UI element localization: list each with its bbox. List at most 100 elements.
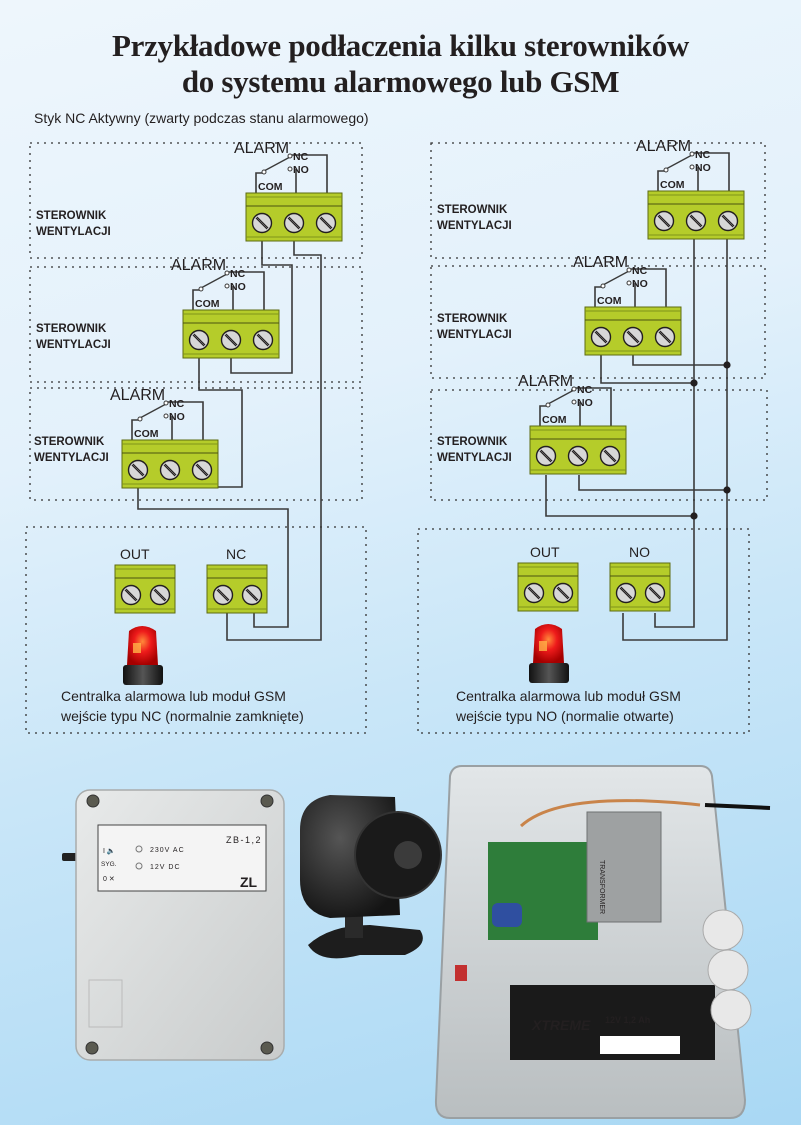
nc-contact-label: NC bbox=[293, 151, 309, 163]
junction-dot bbox=[690, 512, 698, 520]
zb-model-label: ZB-1,2 bbox=[226, 835, 262, 845]
terminal-screw-icon bbox=[523, 582, 545, 604]
subtitle: Styk NC Aktywny (zwarty podczas stanu al… bbox=[34, 110, 369, 126]
controller-name-line1: STEROWNIK bbox=[34, 436, 105, 448]
beacon-dome bbox=[533, 624, 564, 663]
terminal-screw-icon bbox=[212, 584, 234, 606]
terminal-screw-icon bbox=[717, 210, 739, 232]
page-title-line2: do systemu alarmowego lub GSM bbox=[181, 64, 620, 99]
series-wire-3 bbox=[137, 488, 289, 628]
com-contact-label: COM bbox=[258, 181, 283, 193]
cable-gland-icon bbox=[702, 909, 744, 951]
relay-nc-lead bbox=[229, 271, 265, 310]
no-contact-label: NO bbox=[695, 162, 711, 174]
controller-name-line2: WENTYLACJI bbox=[437, 220, 512, 232]
com-contact-label: COM bbox=[134, 428, 159, 440]
beacon-base bbox=[123, 665, 163, 685]
terminal-screw-icon bbox=[188, 329, 210, 351]
terminal-screw-icon bbox=[622, 326, 644, 348]
zb-led2-label: 12V DC bbox=[150, 864, 181, 871]
right-caption-line1: Centralka alarmowa lub moduł GSM bbox=[456, 688, 681, 704]
relay-nc-lead bbox=[631, 268, 667, 307]
relay-pivot bbox=[198, 286, 204, 292]
switch-label: SYG. bbox=[101, 861, 117, 868]
relay-com-lead bbox=[657, 170, 666, 191]
left-input-terminal-nc bbox=[206, 564, 268, 614]
cable-gland-icon bbox=[707, 949, 749, 991]
left-alarm-beacon-icon bbox=[123, 626, 163, 685]
right-out-label: OUT bbox=[530, 544, 560, 560]
relay-nc-lead bbox=[292, 154, 328, 193]
terminal-screw-icon bbox=[251, 212, 273, 234]
toggle-switch-icon bbox=[455, 965, 467, 981]
no-contact-label: NO bbox=[293, 164, 309, 176]
right-controller-box-3 bbox=[430, 389, 768, 501]
antenna-cable bbox=[519, 799, 701, 828]
terminal-screw-icon bbox=[615, 582, 637, 604]
left-caption-line1: Centralka alarmowa lub moduł GSM bbox=[61, 688, 286, 704]
controller-name-line2: WENTYLACJI bbox=[437, 452, 512, 464]
relay-com-lead bbox=[539, 405, 548, 426]
terminal-screw-icon bbox=[315, 212, 337, 234]
alarm-label: ALARM bbox=[518, 373, 573, 390]
relay-nc-lead bbox=[694, 152, 730, 191]
relay-switch-arm bbox=[139, 403, 167, 419]
terminal-screw-icon bbox=[590, 326, 612, 348]
relay-com-lead bbox=[594, 286, 603, 307]
nc-contact-label: NC bbox=[632, 265, 648, 277]
terminal-screw-icon bbox=[654, 326, 676, 348]
beacon-dome bbox=[127, 626, 158, 665]
junction-dot bbox=[723, 486, 731, 494]
relay-nc-contact bbox=[689, 151, 695, 157]
left-controller-box-3 bbox=[29, 387, 363, 501]
right-panel-box bbox=[417, 528, 750, 734]
alarm-label: ALARM bbox=[110, 387, 165, 404]
relay-nc-lead bbox=[168, 401, 204, 440]
beacon-base bbox=[529, 663, 569, 683]
terminal-screw-icon bbox=[552, 582, 574, 604]
terminal-screw-icon bbox=[252, 329, 274, 351]
controller-name-line2: WENTYLACJI bbox=[36, 339, 111, 351]
nc-contact-label: NC bbox=[695, 149, 711, 161]
siren-center-cap bbox=[394, 841, 422, 869]
r3-com-tap bbox=[545, 475, 694, 517]
relay-switch-arm bbox=[547, 389, 575, 405]
zb-label-plate bbox=[97, 824, 267, 892]
relay-pivot bbox=[545, 402, 551, 408]
terminal-screw-icon bbox=[535, 445, 557, 467]
nc-contact-label: NC bbox=[230, 268, 246, 280]
parallel-bus-com bbox=[654, 239, 695, 628]
com-contact-label: COM bbox=[660, 179, 685, 191]
r2-com-tap bbox=[600, 355, 694, 384]
no-contact-label: NO bbox=[169, 411, 185, 423]
controller-name-line1: STEROWNIK bbox=[36, 323, 107, 335]
controller-terminal-block bbox=[182, 309, 280, 359]
left-panel-box bbox=[25, 526, 367, 734]
terminal-screw-icon bbox=[127, 459, 149, 481]
terminal-screw-icon bbox=[149, 584, 171, 606]
terminal-screw-icon bbox=[191, 459, 213, 481]
right-caption-line2: wejście typu NO (normalie otwarte) bbox=[455, 708, 674, 724]
controller-name-line1: STEROWNIK bbox=[36, 210, 107, 222]
relay-no-contact bbox=[163, 413, 169, 419]
terminal-screw-icon bbox=[567, 445, 589, 467]
terminal-screw-icon bbox=[653, 210, 675, 232]
terminal-screw-icon bbox=[599, 445, 621, 467]
relay-no-contact bbox=[287, 166, 293, 172]
nc-contact-label: NC bbox=[169, 398, 185, 410]
relay-nc-lead bbox=[576, 387, 612, 426]
com-contact-label: COM bbox=[195, 298, 220, 310]
right-alarm-beacon-icon bbox=[529, 624, 569, 683]
right-out-terminal bbox=[517, 562, 579, 612]
relay-pivot bbox=[137, 416, 143, 422]
box-screw-icon bbox=[260, 1041, 274, 1055]
right-controller-box-1 bbox=[430, 142, 766, 259]
terminal-screw-icon bbox=[283, 212, 305, 234]
left-caption-line2: wejście typu NC (normalnie zamknięte) bbox=[60, 708, 304, 724]
controller-terminal-block bbox=[584, 306, 682, 356]
relay-switch-arm bbox=[200, 273, 228, 289]
box-screw-icon bbox=[260, 794, 274, 808]
alarm-label: ALARM bbox=[234, 140, 289, 157]
